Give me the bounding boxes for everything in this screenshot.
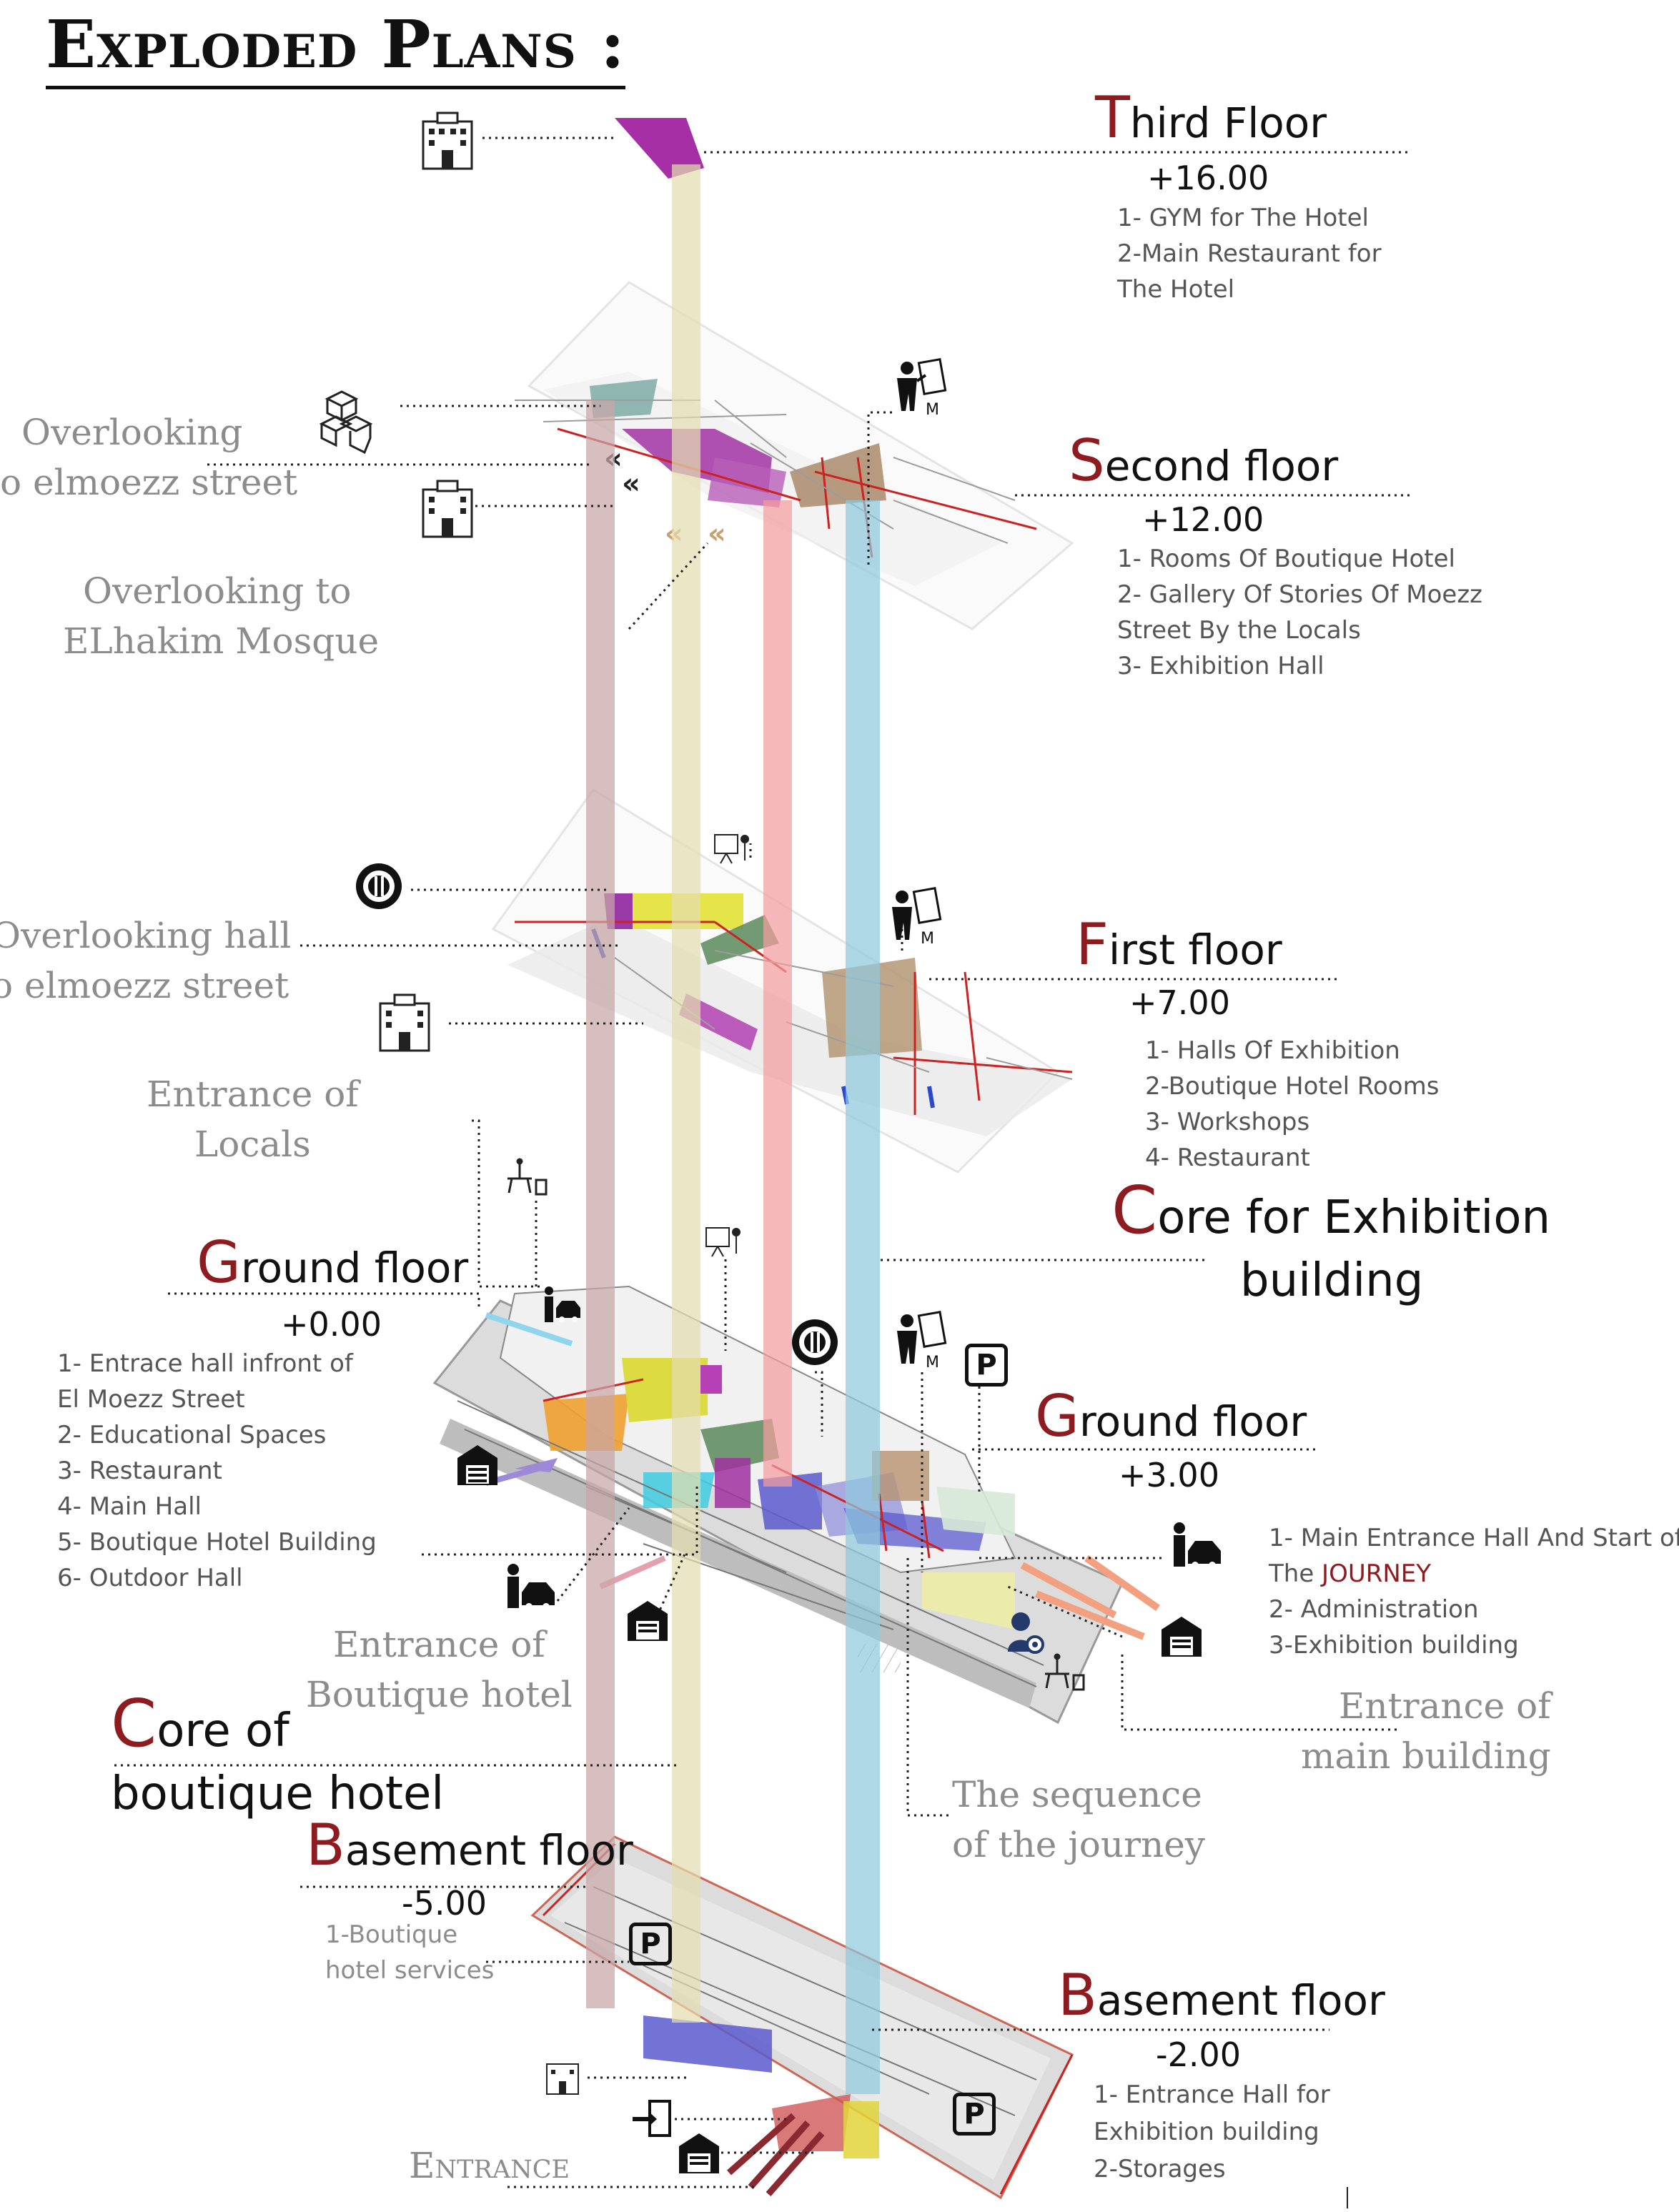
- svg-text:«: «: [622, 467, 640, 500]
- entrance-annotation: Entrance: [409, 2145, 570, 2186]
- storage-icon: [1162, 1617, 1202, 1657]
- svg-text:M: M: [921, 930, 934, 948]
- storage-icon: [679, 2133, 719, 2173]
- first-floor-elevation: +7.00: [1129, 983, 1230, 1022]
- admin-user-icon: [1008, 1612, 1044, 1654]
- ground-floor-left-heading: Ground floor: [197, 1229, 469, 1296]
- hotel-core-shaft: [672, 164, 700, 2023]
- presentation-icon: [714, 834, 749, 864]
- restaurant-icon: [356, 863, 402, 909]
- hotel-icon: [546, 2063, 579, 2095]
- storage-icon: [457, 1445, 497, 1485]
- restaurant-icon: [792, 1319, 838, 1365]
- outdoor-table-icon: [507, 1158, 548, 1196]
- second-floor-heading: Second floor: [1069, 427, 1339, 494]
- ground-floor-right-heading: Ground floor: [1035, 1383, 1307, 1449]
- overlooking-street-annotation: Overlooking o elmoezz street: [0, 412, 298, 503]
- hotel-icon: [422, 480, 473, 538]
- leader-lines: [114, 137, 1412, 2188]
- exhibition-core-shaft: [846, 500, 880, 2094]
- entrance-locals-annotation: Entrance of Locals: [147, 1073, 359, 1165]
- parking-icon: P: [629, 1923, 672, 1965]
- third-floor-elevation: +16.00: [1147, 159, 1269, 197]
- journey-sequence-annotation: The sequence of the journey: [952, 1774, 1206, 1865]
- hotel-icon: [422, 111, 473, 170]
- cubes-icon: [319, 390, 373, 455]
- parking-icon: P: [953, 2093, 996, 2136]
- basement-right-heading: Basement floor: [1058, 1962, 1385, 2028]
- exhibition-viewer-icon: M: [892, 886, 942, 948]
- boutique-core-label: Core of boutique hotel: [111, 1685, 445, 1821]
- parking-label: P: [640, 1928, 661, 1960]
- exhibition-viewer-icon: M: [897, 357, 947, 419]
- person-car-icon: [545, 1286, 580, 1322]
- boutique-core-shaft: [586, 400, 615, 2008]
- entrance-boutique-annotation: Entrance of Boutique hotel: [306, 1624, 573, 1715]
- svg-text:M: M: [926, 1354, 939, 1372]
- basement-left-heading: Basement floor: [306, 1812, 633, 1878]
- basement-left-elevation: -5.00: [402, 1884, 487, 1923]
- ground-floor-left-elevation: +0.00: [281, 1305, 382, 1344]
- outdoor-table-icon: [1045, 1653, 1085, 1691]
- restaurant-core-shaft: [763, 500, 792, 1487]
- third-floor-plate: [615, 118, 704, 179]
- exhibition-viewer-icon: M: [897, 1310, 947, 1372]
- parking-label: P: [964, 2098, 985, 2131]
- svg-text:«: «: [708, 517, 726, 550]
- ground-floor-right-elevation: +3.00: [1119, 1456, 1219, 1494]
- second-floor-elevation: +12.00: [1142, 500, 1264, 539]
- svg-text:M: M: [926, 401, 939, 419]
- parking-icon: P: [965, 1344, 1008, 1387]
- presentation-icon: [705, 1227, 741, 1257]
- ground-floor-right-list: 1- Main Entrance Hall And Start of The J…: [1269, 1524, 1679, 1660]
- storage-icon: [628, 1601, 668, 1641]
- overlooking-hall-annotation: Overlooking hall o elmoezz street: [0, 915, 292, 1006]
- exhibition-core-label: Core for Exhibition building: [1111, 1172, 1551, 1308]
- hotel-icon: [379, 993, 430, 1052]
- person-car-icon: [1174, 1522, 1221, 1569]
- second-floor-plate: « « « «: [515, 281, 1074, 630]
- entrance-main-annotation: Entrance of main building: [1301, 1685, 1551, 1777]
- entrance-arrows-basement: [727, 2113, 825, 2196]
- first-floor-heading: First floor: [1076, 911, 1282, 978]
- overlooking-mosque-annotation: Overlooking to ELhakim Mosque: [63, 570, 380, 662]
- parking-label: P: [976, 1349, 997, 1382]
- third-floor-heading: Third Floor: [1095, 84, 1327, 151]
- page-title: Exploded Plans :: [46, 6, 626, 89]
- basement-right-elevation: -2.00: [1156, 2035, 1242, 2074]
- person-car-icon: [507, 1564, 555, 1610]
- vertical-cores: [586, 164, 880, 2094]
- exit-door-icon: [633, 2100, 671, 2137]
